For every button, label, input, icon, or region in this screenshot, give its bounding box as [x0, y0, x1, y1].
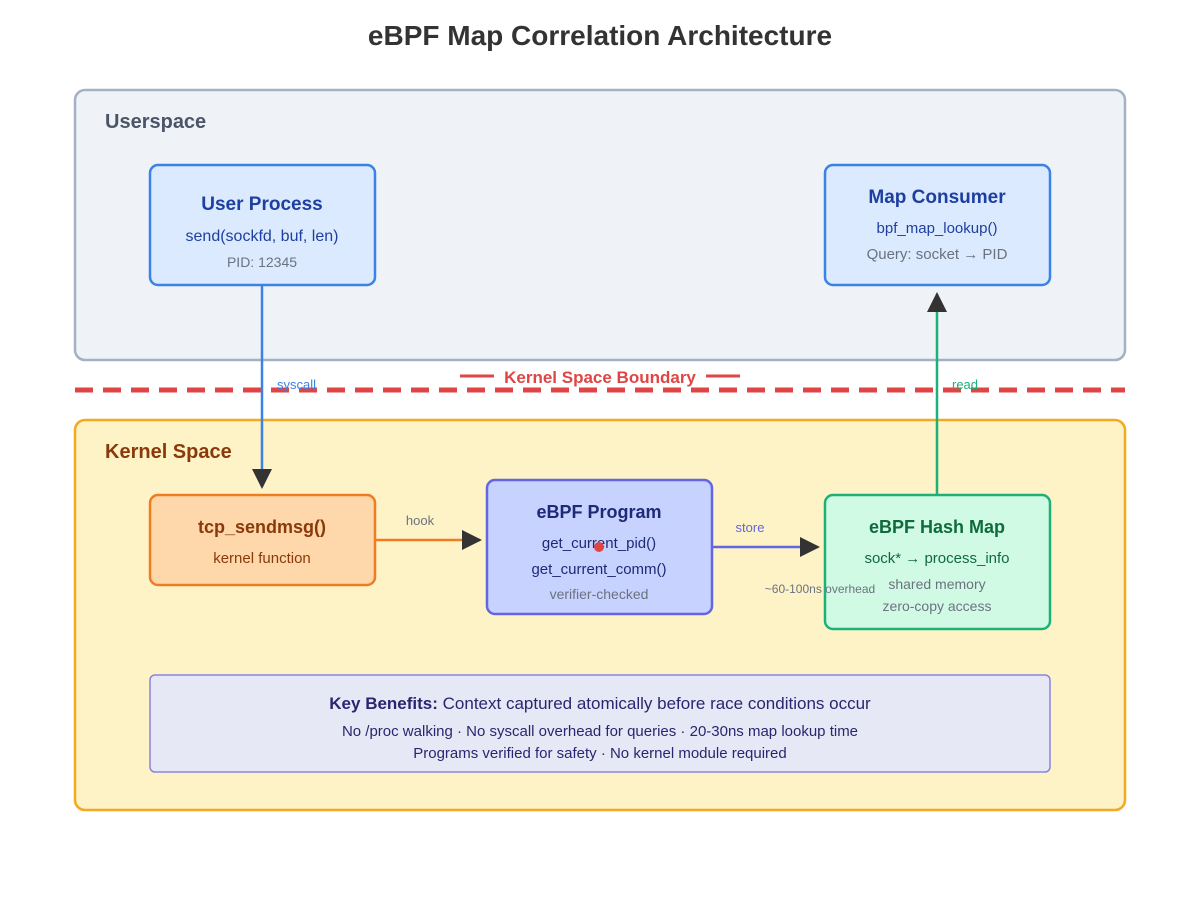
ebpf-program-title: eBPF Program [536, 502, 661, 522]
ebpf-program-comm-call: get_current_comm() [531, 561, 666, 578]
ebpf-hash-map-mapping: sock* → process_info [864, 550, 1009, 567]
key-benefits-box: Key Benefits: Context captured atomicall… [149, 674, 1051, 773]
user-process-box [148, 163, 377, 287]
kernel-space-label: Kernel Space [105, 441, 232, 463]
map-consumer-query: Query: socket → PID [867, 246, 1008, 263]
user-process-pid: PID: 12345 [227, 254, 297, 270]
tcp-sendmsg-desc: kernel function [213, 550, 311, 567]
key-benefits-heading: Key Benefits: Context captured atomicall… [329, 694, 871, 713]
user-process-title: User Process [201, 194, 322, 215]
ebpf-program-node: eBPF Program get_current_pid() get_curre… [485, 478, 714, 616]
key-benefits-heading-bold: Key Benefits: [329, 694, 438, 713]
overhead-label: ~60-100ns overhead [765, 582, 875, 596]
map-consumer-box [823, 163, 1052, 287]
diagram-title: eBPF Map Correlation Architecture [368, 20, 832, 51]
tcp-sendmsg-title: tcp_sendmsg() [198, 517, 326, 537]
map-consumer-call: bpf_map_lookup() [877, 220, 998, 237]
tcp-sendmsg-node: tcp_sendmsg() kernel function [148, 493, 377, 587]
key-benefits-panel [149, 674, 1051, 773]
userspace-region [73, 88, 1127, 362]
ebpf-hash-map-box [823, 493, 1052, 631]
user-process-call: send(sockfd, buf, len) [186, 228, 339, 245]
store-label: store [736, 520, 765, 535]
ebpf-hash-map-shared: shared memory [888, 576, 985, 592]
hook-label: hook [406, 513, 435, 528]
ebpf-hash-map-node: eBPF Hash Map sock* → process_info share… [823, 493, 1052, 631]
read-label: read [952, 377, 978, 392]
tcp-sendmsg-box [148, 493, 377, 587]
ebpf-hash-map-zerocopy: zero-copy access [883, 598, 992, 614]
map-consumer-title: Map Consumer [868, 187, 1006, 208]
probe-dot [594, 542, 604, 552]
userspace-label: Userspace [105, 111, 206, 133]
key-benefits-line-2: Programs verified for safety · No kernel… [413, 745, 787, 762]
kernel-boundary-label: Kernel Space Boundary [504, 368, 696, 387]
ebpf-hash-map-title: eBPF Hash Map [869, 517, 1005, 537]
key-benefits-heading-rest: Context captured atomically before race … [438, 694, 871, 713]
user-process-node: User Process send(sockfd, buf, len) PID:… [148, 163, 377, 287]
map-consumer-node: Map Consumer bpf_map_lookup() Query: soc… [823, 163, 1052, 287]
ebpf-program-verified: verifier-checked [550, 586, 649, 602]
syscall-label: syscall [277, 377, 316, 392]
key-benefits-line-1: No /proc walking · No syscall overhead f… [342, 723, 858, 740]
